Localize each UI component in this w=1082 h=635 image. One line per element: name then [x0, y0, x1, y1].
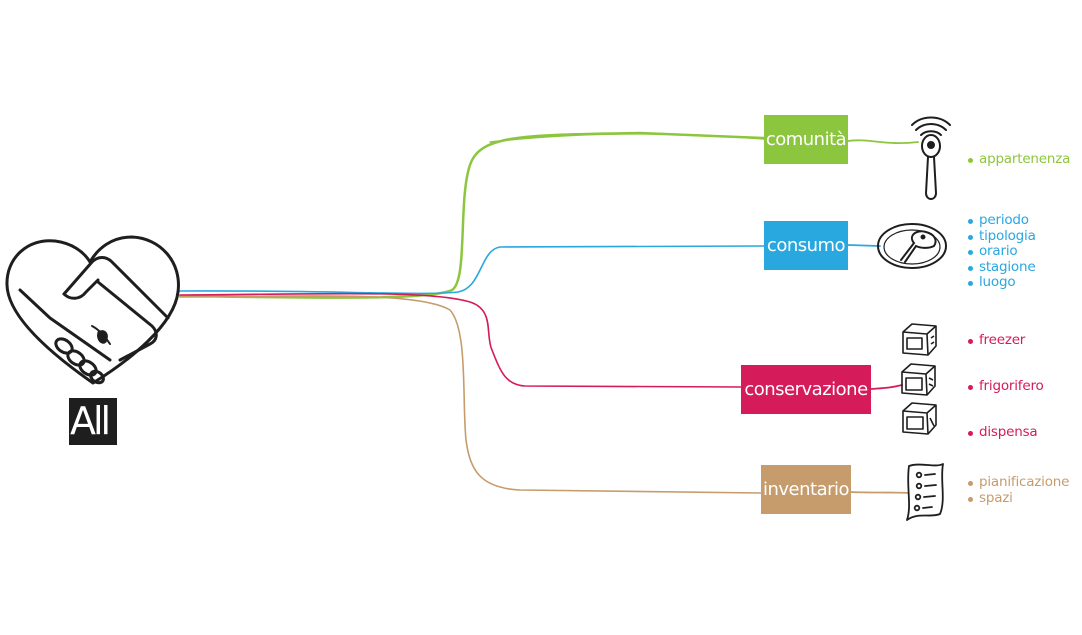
logo-label: All [69, 398, 117, 445]
list-item: tipologia [967, 228, 1036, 245]
connector-consumo [179, 245, 765, 295]
connector-comunita-accent [489, 133, 765, 143]
list-item: appartenenza [967, 151, 1070, 168]
list-item: spazi [967, 490, 1069, 507]
stub-consumo [847, 244, 881, 247]
list-item: frigorifero [967, 378, 1044, 395]
plate-icon [877, 223, 947, 269]
list-item: freezer [967, 332, 1025, 349]
list-item: orario [967, 243, 1036, 260]
inventario-list: pianificazione spazi [967, 474, 1069, 507]
list-item: stagione [967, 259, 1036, 276]
storage-cubes-icon [901, 323, 937, 435]
stub-conservazione [870, 384, 903, 390]
stub-comunita [847, 139, 919, 145]
list-item: pianificazione [967, 474, 1069, 491]
connector-conservazione [179, 292, 742, 388]
consumo-list: periodo tipologia orario stagione luogo [967, 212, 1036, 291]
stub-inventario [850, 491, 909, 494]
conservazione-frigorifero: frigorifero [967, 378, 1044, 395]
connector-inventario [179, 295, 762, 494]
wifi-spoon-icon [911, 116, 951, 200]
conservazione-dispensa: dispensa [967, 424, 1038, 441]
list-item: dispensa [967, 424, 1038, 441]
checklist-scroll-icon [906, 463, 944, 521]
heart-handshake-logo-icon [5, 235, 180, 385]
node-inventario[interactable]: inventario [761, 465, 851, 514]
comunita-list: appartenenza [967, 151, 1070, 168]
node-comunita[interactable]: comunità [764, 115, 848, 164]
list-item: luogo [967, 274, 1036, 291]
conservazione-freezer: freezer [967, 332, 1025, 349]
node-conservazione[interactable]: conservazione [741, 365, 871, 414]
node-consumo[interactable]: consumo [764, 221, 848, 270]
connector-comunita [178, 131, 766, 299]
list-item: periodo [967, 212, 1036, 229]
